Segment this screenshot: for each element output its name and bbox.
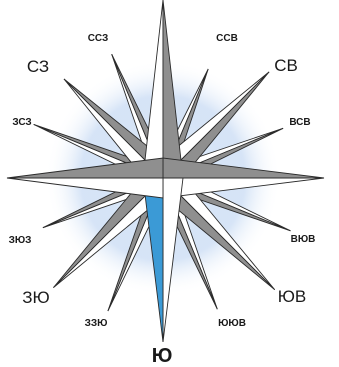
label-sse: ЮЮВ [218,318,246,329]
label-nne: ССВ [216,33,238,44]
label-ese: ВЮВ [291,234,316,245]
label-nnw: ССЗ [88,33,109,44]
label-ene: ВСВ [289,117,310,128]
label-ssw: ЗЗЮ [85,318,108,329]
label-s: Ю [152,345,173,367]
label-nw: СЗ [27,57,49,76]
label-wnw: ЗСЗ [12,117,31,128]
label-ne: СВ [274,56,298,75]
label-sw: ЗЮ [22,288,49,307]
label-wsw: ЗЮЗ [9,235,32,246]
label-se: ЮВ [278,287,307,306]
